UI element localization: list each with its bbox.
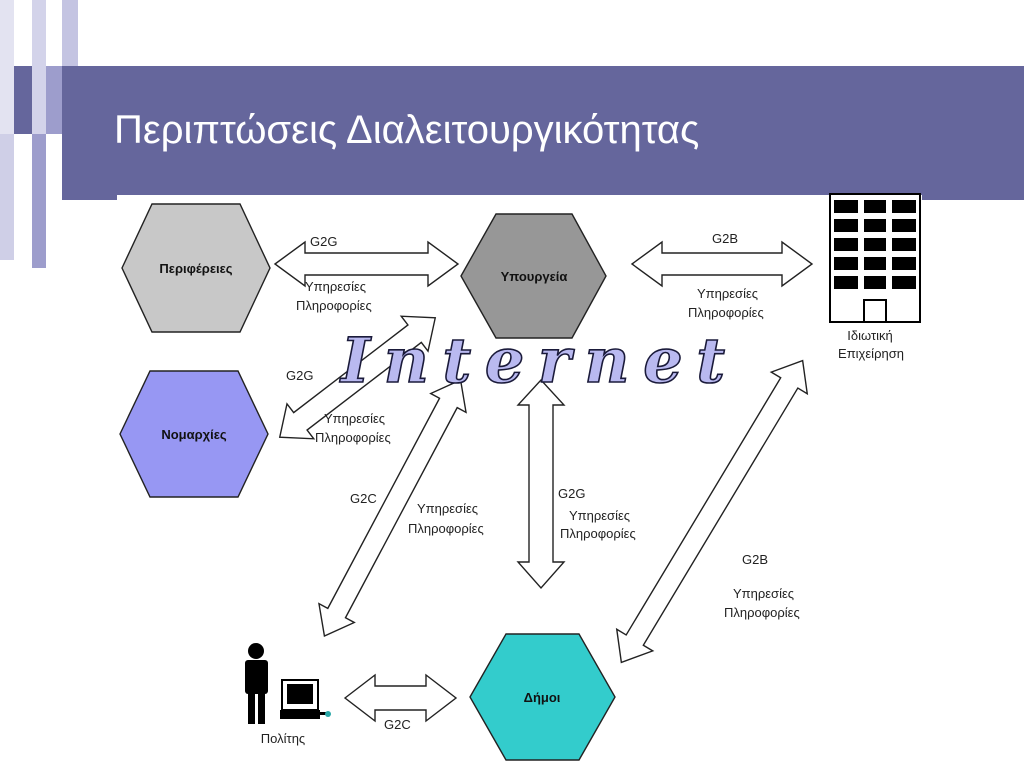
building-icon — [829, 193, 921, 323]
link-services-regions-ministries: Υπηρεσίες — [305, 279, 366, 294]
link-info-ministries-municipalities: Πληροφορίες — [560, 526, 636, 541]
link-services-ministries-business: Υπηρεσίες — [697, 286, 758, 301]
node-ministries-label: Υπουργεία — [501, 269, 568, 284]
link-type-citizen-municipalities: G2C — [384, 717, 411, 732]
arrow-business-municipalities — [615, 359, 809, 664]
node-prefectures-label: Νομαρχίες — [161, 427, 227, 442]
arrow-prefectures-ministries — [278, 315, 437, 440]
link-type-ministries-municipalities: G2G — [558, 486, 585, 501]
computer-icon — [280, 679, 331, 719]
link-type-business-municipalities: G2B — [742, 552, 768, 567]
link-services-ministries-municipalities: Υπηρεσίες — [569, 508, 630, 523]
person-icon — [245, 643, 268, 724]
node-municipalities-label: Δήμοι — [524, 690, 561, 705]
node-regions-label: Περιφέρειες — [159, 261, 232, 276]
link-info-business-municipalities: Πληροφορίες — [724, 605, 800, 620]
node-municipalities — [469, 633, 616, 761]
business-label-line1: Ιδιωτική — [847, 328, 892, 343]
decor-square — [62, 0, 78, 66]
decor-square — [0, 134, 14, 260]
link-type-citizen-ministries: G2C — [350, 491, 377, 506]
link-services-business-municipalities: Υπηρεσίες — [733, 586, 794, 601]
arrow-ministries-municipalities — [516, 378, 566, 590]
decor-square — [46, 66, 62, 134]
arrow-regions-ministries — [273, 240, 460, 288]
arrow-citizen-municipalities — [343, 673, 458, 723]
arrow-citizen-ministries — [318, 378, 467, 638]
link-type-ministries-business: G2B — [712, 231, 738, 246]
link-info-citizen-ministries: Πληροφορίες — [408, 521, 484, 536]
title-bar — [62, 66, 1024, 200]
decor-square — [32, 134, 46, 268]
node-ministries — [460, 213, 607, 339]
link-services-prefectures-ministries: Υπηρεσίες — [324, 411, 385, 426]
link-info-ministries-business: Πληροφορίες — [688, 305, 764, 320]
link-info-prefectures-ministries: Πληροφορίες — [315, 430, 391, 445]
link-type-regions-ministries: G2G — [310, 234, 337, 249]
node-regions — [121, 203, 271, 333]
link-info-regions-ministries: Πληροφορίες — [296, 298, 372, 313]
business-label-line2: Επιχείρηση — [838, 346, 904, 361]
decor-square — [14, 66, 32, 134]
slide-title: Περιπτώσεις Διαλειτουργικότητας — [114, 108, 700, 152]
node-prefectures — [119, 370, 269, 498]
arrow-ministries-business — [630, 240, 814, 288]
citizen-label: Πολίτης — [261, 731, 305, 746]
link-type-prefectures-ministries: G2G — [286, 368, 313, 383]
link-services-citizen-ministries: Υπηρεσίες — [417, 501, 478, 516]
